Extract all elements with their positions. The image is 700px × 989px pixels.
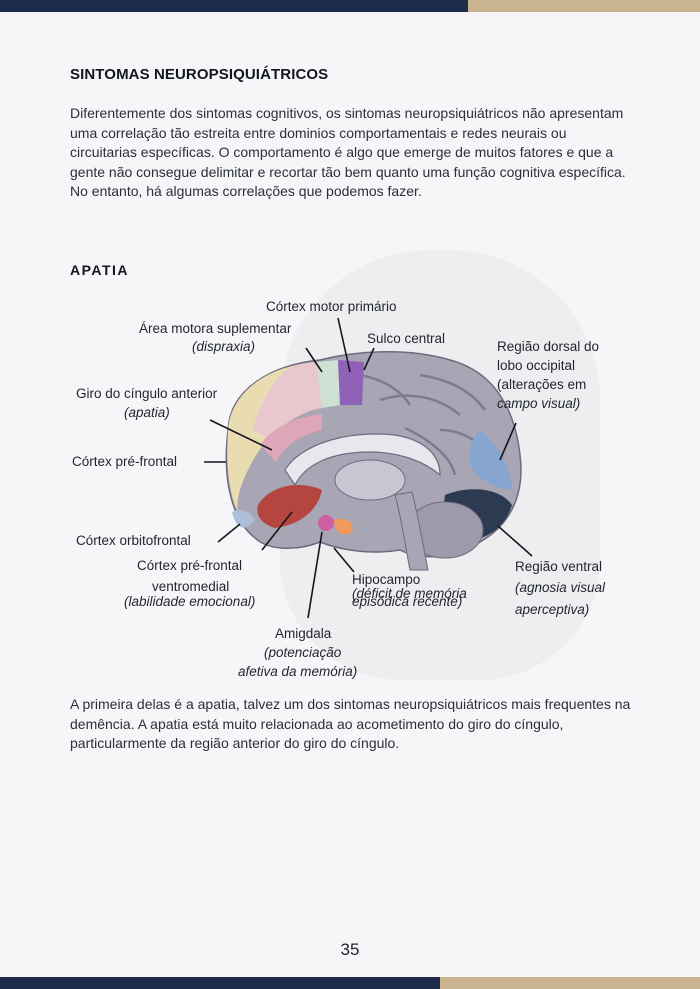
label-amygdala-note-2: afetiva da memória): [238, 664, 358, 679]
label-amygdala: Amigdala: [275, 626, 332, 641]
corpus-callosum: [284, 433, 441, 487]
label-ventral-note-2: aperceptiva): [515, 602, 590, 617]
label-vmpfc-1: Córtex pré-frontal: [137, 558, 243, 573]
outro-paragraph: A primeira delas é a apatia, talvez um d…: [70, 696, 631, 751]
label-supplementary-motor: Área motora suplementar: [139, 321, 292, 336]
label-anterior-cingulate: Giro do cíngulo anterior: [76, 386, 218, 401]
anterior-cingulate-inner: [260, 414, 322, 462]
orbitofrontal-region: [232, 510, 255, 528]
label-central-sulcus: Sulco central: [367, 331, 446, 346]
label-vmpfc-2: ventromedial: [152, 579, 230, 594]
bottom-decorative-bar: [0, 977, 700, 989]
label-dorsal-occipital-3: (alterações em: [497, 377, 587, 392]
page-title: SINTOMAS NEUROPSIQUIÁTRICOS: [70, 66, 329, 83]
top-decorative-bar: [0, 0, 700, 12]
amygdala-region: [318, 515, 334, 531]
label-dorsal-occipital-4: campo visual): [497, 396, 581, 411]
brainstem: [394, 491, 429, 571]
hippocampus-region: [334, 518, 353, 535]
label-motor-cortex: Córtex motor primário: [266, 299, 397, 314]
vmpfc-region: [257, 485, 322, 528]
thalamus: [334, 459, 406, 501]
intro-paragraph: Diferentemente dos sintomas cognitivos, …: [70, 105, 626, 199]
label-prefrontal: Córtex pré-frontal: [72, 454, 178, 469]
bottom-bar-gold-segment: [440, 977, 700, 989]
label-supplementary-motor-note: (dispraxia): [192, 339, 256, 354]
brain-illustration: [204, 317, 533, 619]
label-dorsal-occipital-1: Região dorsal do: [497, 339, 600, 354]
page-number: 35: [340, 940, 360, 959]
motor-cortex-purple: [338, 360, 364, 405]
label-orbitofrontal: Córtex orbitofrontal: [76, 533, 191, 548]
label-ventral-region: Região ventral: [515, 559, 603, 574]
anterior-cingulate-region: [252, 362, 322, 440]
bottom-bar-navy-segment: [0, 977, 440, 989]
top-bar-navy-segment: [0, 0, 468, 12]
section-title-apatia: APATIA: [70, 262, 130, 278]
label-hippocampus-note-2: episódica recente): [352, 594, 463, 609]
label-ventral-note-1: (agnosia visual: [515, 580, 606, 595]
top-bar-gold-segment: [468, 0, 700, 12]
leader-lines: [204, 317, 533, 619]
brain-diagram: Córtex motor primário Área motora suplem…: [0, 280, 700, 680]
label-amygdala-note-1: (potenciação: [264, 645, 342, 660]
label-hippocampus-note-1: (déficit de memória: [352, 586, 467, 601]
label-hippocampus: Hipocampo: [352, 572, 421, 587]
label-anterior-cingulate-note: (apatia): [124, 405, 170, 420]
label-vmpfc-note: (labilidade emocional): [124, 594, 256, 609]
dorsal-occipital-region: [469, 430, 512, 490]
label-dorsal-occipital-2: lobo occipital: [497, 358, 576, 373]
